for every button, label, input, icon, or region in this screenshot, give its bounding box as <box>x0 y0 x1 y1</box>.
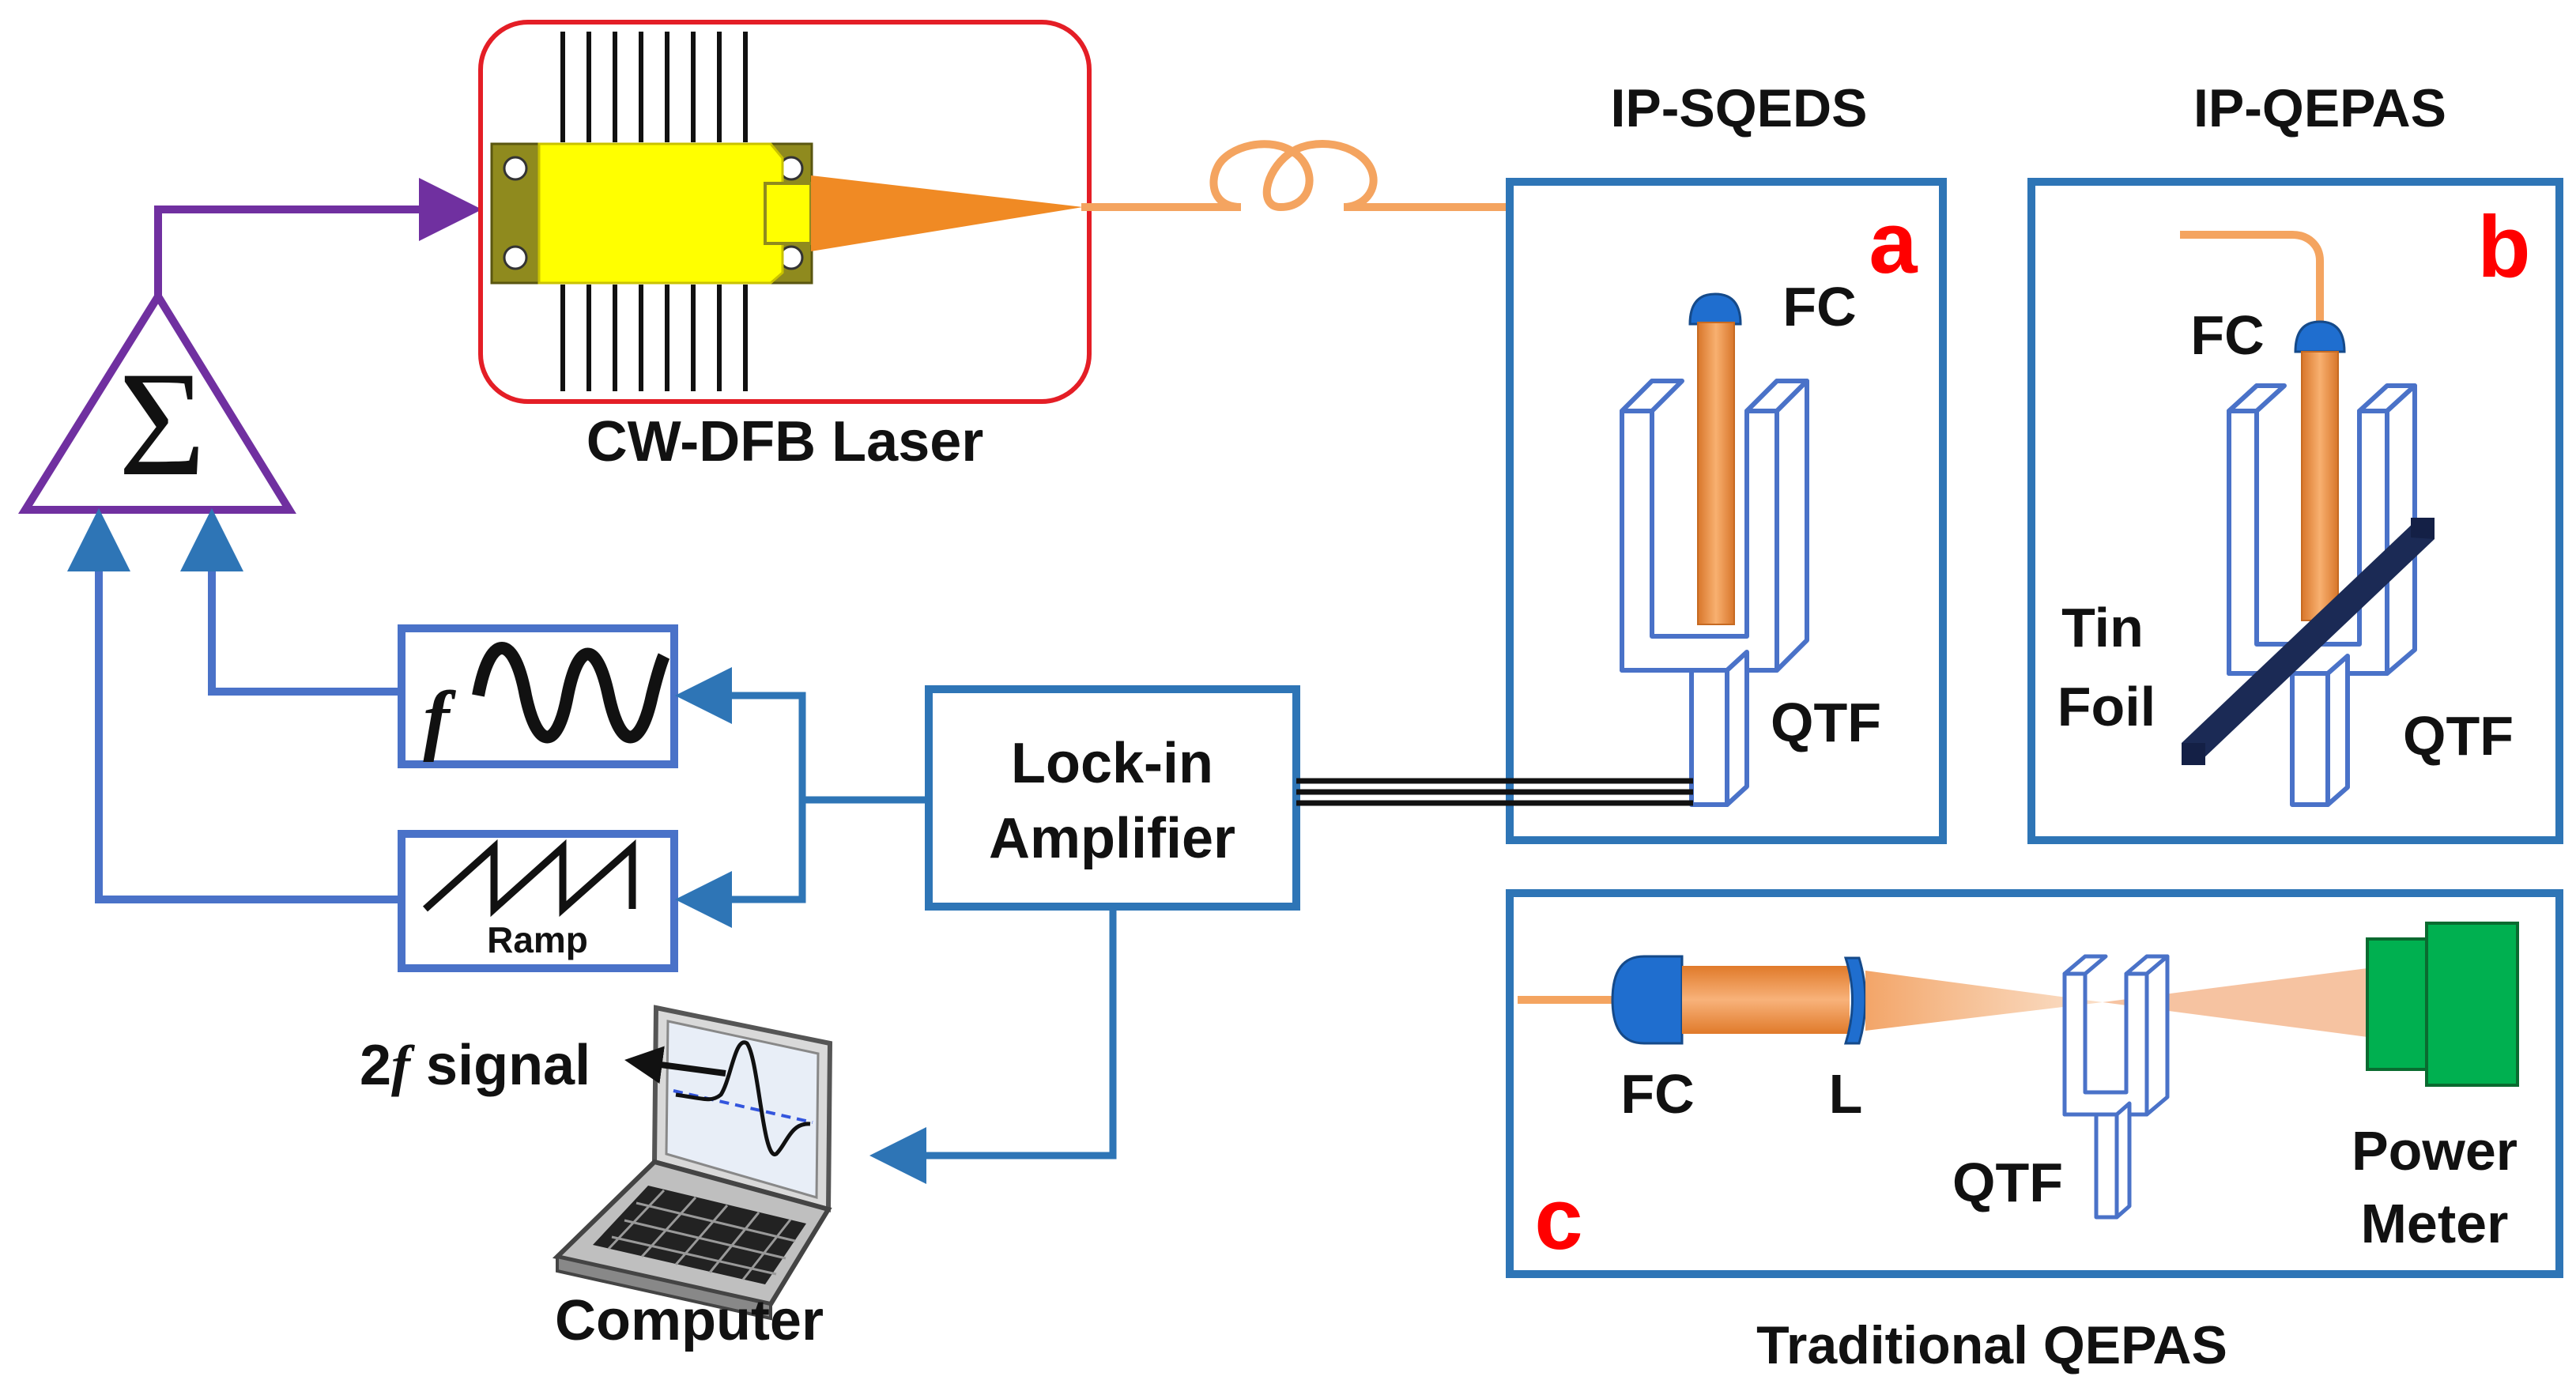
panel-c-setup: FC L QTF Power Meter <box>1518 922 2519 1254</box>
2f-signal-trace <box>675 1040 811 1156</box>
panel-b-letter: b <box>2477 198 2530 296</box>
panel-c-title: Traditional QEPAS <box>1756 1315 2227 1375</box>
panel-a-qtf-label: QTF <box>1771 692 1881 753</box>
panel-a-fiber <box>1697 322 1735 625</box>
laptop-icon <box>552 1005 833 1321</box>
collimated-beam <box>1682 966 1850 1034</box>
diverging-beam <box>2103 968 2367 1037</box>
lockin-amplifier: Lock-in Amplifier <box>925 685 1300 911</box>
panel-c-fc-label: FC <box>1620 1063 1694 1125</box>
laser-beam-cone <box>811 175 1083 251</box>
fiber-collimator-icon <box>1688 292 1742 326</box>
sine-to-sum-line <box>180 508 402 696</box>
laser-module: CW-DFB Laser <box>478 20 1092 473</box>
ramp-label: Ramp <box>487 919 588 960</box>
panel-c-lens-label: L <box>1829 1063 1863 1125</box>
panel-a-setup: FC QTF <box>1620 276 1881 807</box>
lockin-box <box>925 685 1300 911</box>
panel-b-qtf-label: QTF <box>2403 705 2514 767</box>
panel-c-power-label: Power <box>2352 1120 2518 1182</box>
laser-pins <box>560 32 748 391</box>
panel-b-setup: FC Tin Foil QTF <box>2057 231 2514 807</box>
lockin-label-line2: Amplifier <box>989 807 1235 870</box>
modulation-line <box>154 178 482 296</box>
signal-baseline <box>673 1089 813 1124</box>
focused-beam <box>1865 971 2103 1031</box>
summing-amplifier: Σ <box>18 288 296 514</box>
signal-label-text: signal <box>410 1034 590 1097</box>
ramp-generator: Ramp <box>398 830 678 972</box>
panel-b-foil-label: Foil <box>2057 676 2155 737</box>
ramp-to-sum-line <box>67 508 402 903</box>
lens-icon <box>1843 956 1867 1045</box>
sum-triangle <box>18 288 296 514</box>
laptop-key-grid <box>607 1189 796 1280</box>
signal-label: 2f signal <box>360 1034 590 1097</box>
sum-icon: Σ <box>119 341 206 507</box>
signal-label-2: 2 <box>360 1034 391 1097</box>
power-meter-icon <box>2366 922 2519 1087</box>
panel-b-tin-label: Tin <box>2061 597 2144 658</box>
qtf-signal-wires <box>1296 778 1693 806</box>
panel-a-title: IP-SQEDS <box>1611 78 1868 138</box>
panel-b-fc-label: FC <box>2190 304 2264 366</box>
panel-c-qtf-label: QTF <box>1952 1152 2063 1213</box>
signal-pointer-arrow <box>624 1046 726 1084</box>
ramp-wave-icon <box>422 839 636 918</box>
tuning-fork-icon <box>2227 383 2417 807</box>
panel-b-title: IP-QEPAS <box>2193 78 2446 138</box>
laptop-display <box>665 1020 820 1199</box>
lockin-to-ramp-line <box>675 800 806 928</box>
tuning-fork-icon <box>2062 954 2170 1220</box>
fiber-collimator-icon <box>2294 320 2346 353</box>
laser-diode-icon <box>537 142 784 285</box>
laptop-edge <box>556 1254 772 1321</box>
panel-c-letter: c <box>1534 1171 1582 1268</box>
computer-label: Computer <box>555 1289 824 1352</box>
tin-foil-icon <box>2182 518 2435 765</box>
lockin-label-line1: Lock-in <box>1011 732 1213 795</box>
panel-b-input-fiber <box>2180 231 2324 326</box>
tuning-fork-icon <box>1620 379 1809 807</box>
panel-a-letter: a <box>1869 194 1918 292</box>
sine-wave-icon <box>472 642 670 744</box>
fiber-coil-icon <box>1081 140 1719 294</box>
sine-generator: f <box>398 624 678 768</box>
laser-label: CW-DFB Laser <box>586 410 984 473</box>
panel-c-meter-label: Meter <box>2361 1193 2509 1254</box>
lockin-to-sine-line <box>675 667 806 800</box>
fiber-collimator-icon <box>1611 955 1684 1045</box>
panel-a-fc-label: FC <box>1782 276 1856 337</box>
lockin-to-computer-line <box>869 907 1117 1184</box>
panel-b-fiber <box>2301 351 2339 621</box>
